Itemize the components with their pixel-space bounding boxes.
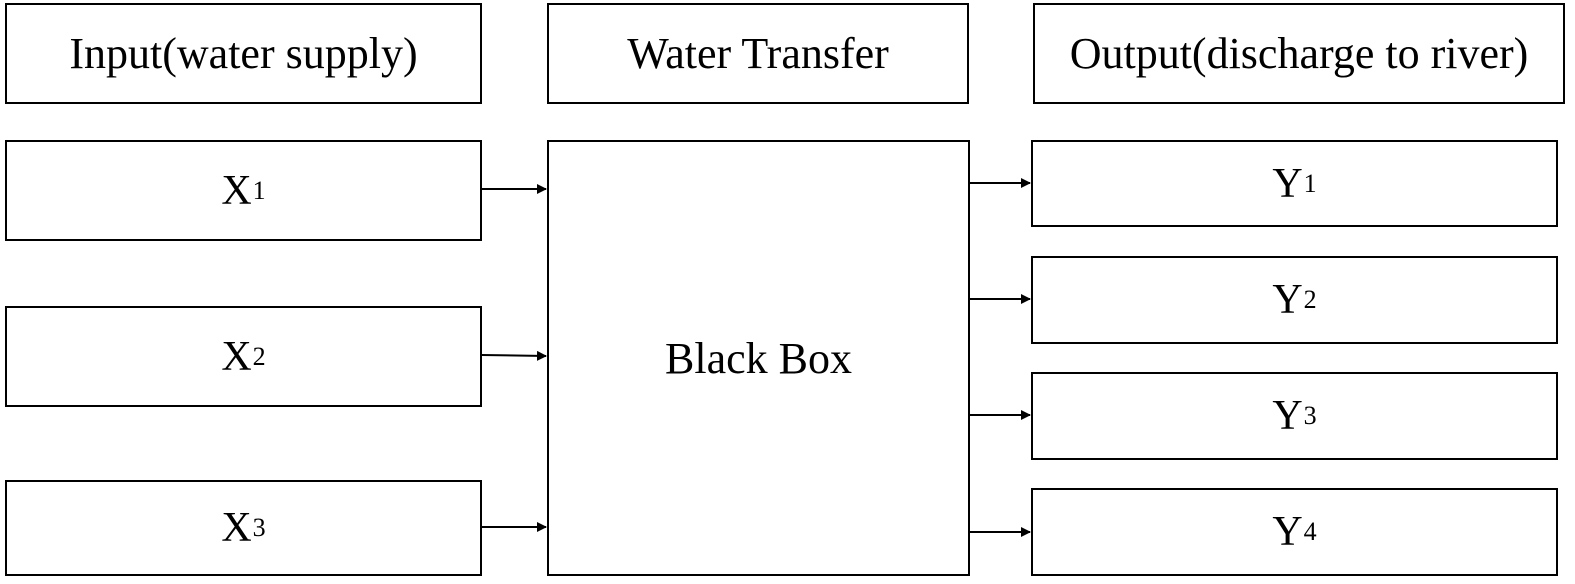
- input-x3-index: 3: [252, 513, 266, 542]
- output-y2-symbol: Y: [1272, 277, 1303, 323]
- input-x1-symbol: X: [221, 167, 252, 214]
- water-transfer-header-box: Water Transfer: [547, 3, 969, 104]
- black-box: Black Box: [547, 140, 970, 576]
- output-header-box: Output(discharge to river): [1033, 3, 1565, 104]
- black-box-label: Black Box: [665, 333, 852, 383]
- input-x2-index: 2: [252, 341, 266, 371]
- input-header-box: Input(water supply): [5, 3, 482, 104]
- arrow-x2-to-black-box: [481, 350, 547, 361]
- output-y1-index: 1: [1303, 168, 1317, 198]
- output-y4-symbol: Y: [1272, 509, 1303, 555]
- output-y1-symbol: Y: [1272, 160, 1303, 207]
- water-transfer-header-label: Water Transfer: [627, 29, 889, 78]
- input-x2-symbol: X: [221, 333, 252, 380]
- output-y4-index: 4: [1303, 517, 1317, 546]
- input-x3-symbol: X: [221, 505, 252, 551]
- input-header-label: Input(water supply): [69, 29, 418, 78]
- output-y2-index: 2: [1303, 285, 1317, 314]
- output-y3-index: 3: [1303, 401, 1317, 430]
- output-header-label: Output(discharge to river): [1069, 29, 1529, 78]
- output-y3-symbol: Y: [1272, 393, 1303, 439]
- input-x1-index: 1: [252, 175, 266, 205]
